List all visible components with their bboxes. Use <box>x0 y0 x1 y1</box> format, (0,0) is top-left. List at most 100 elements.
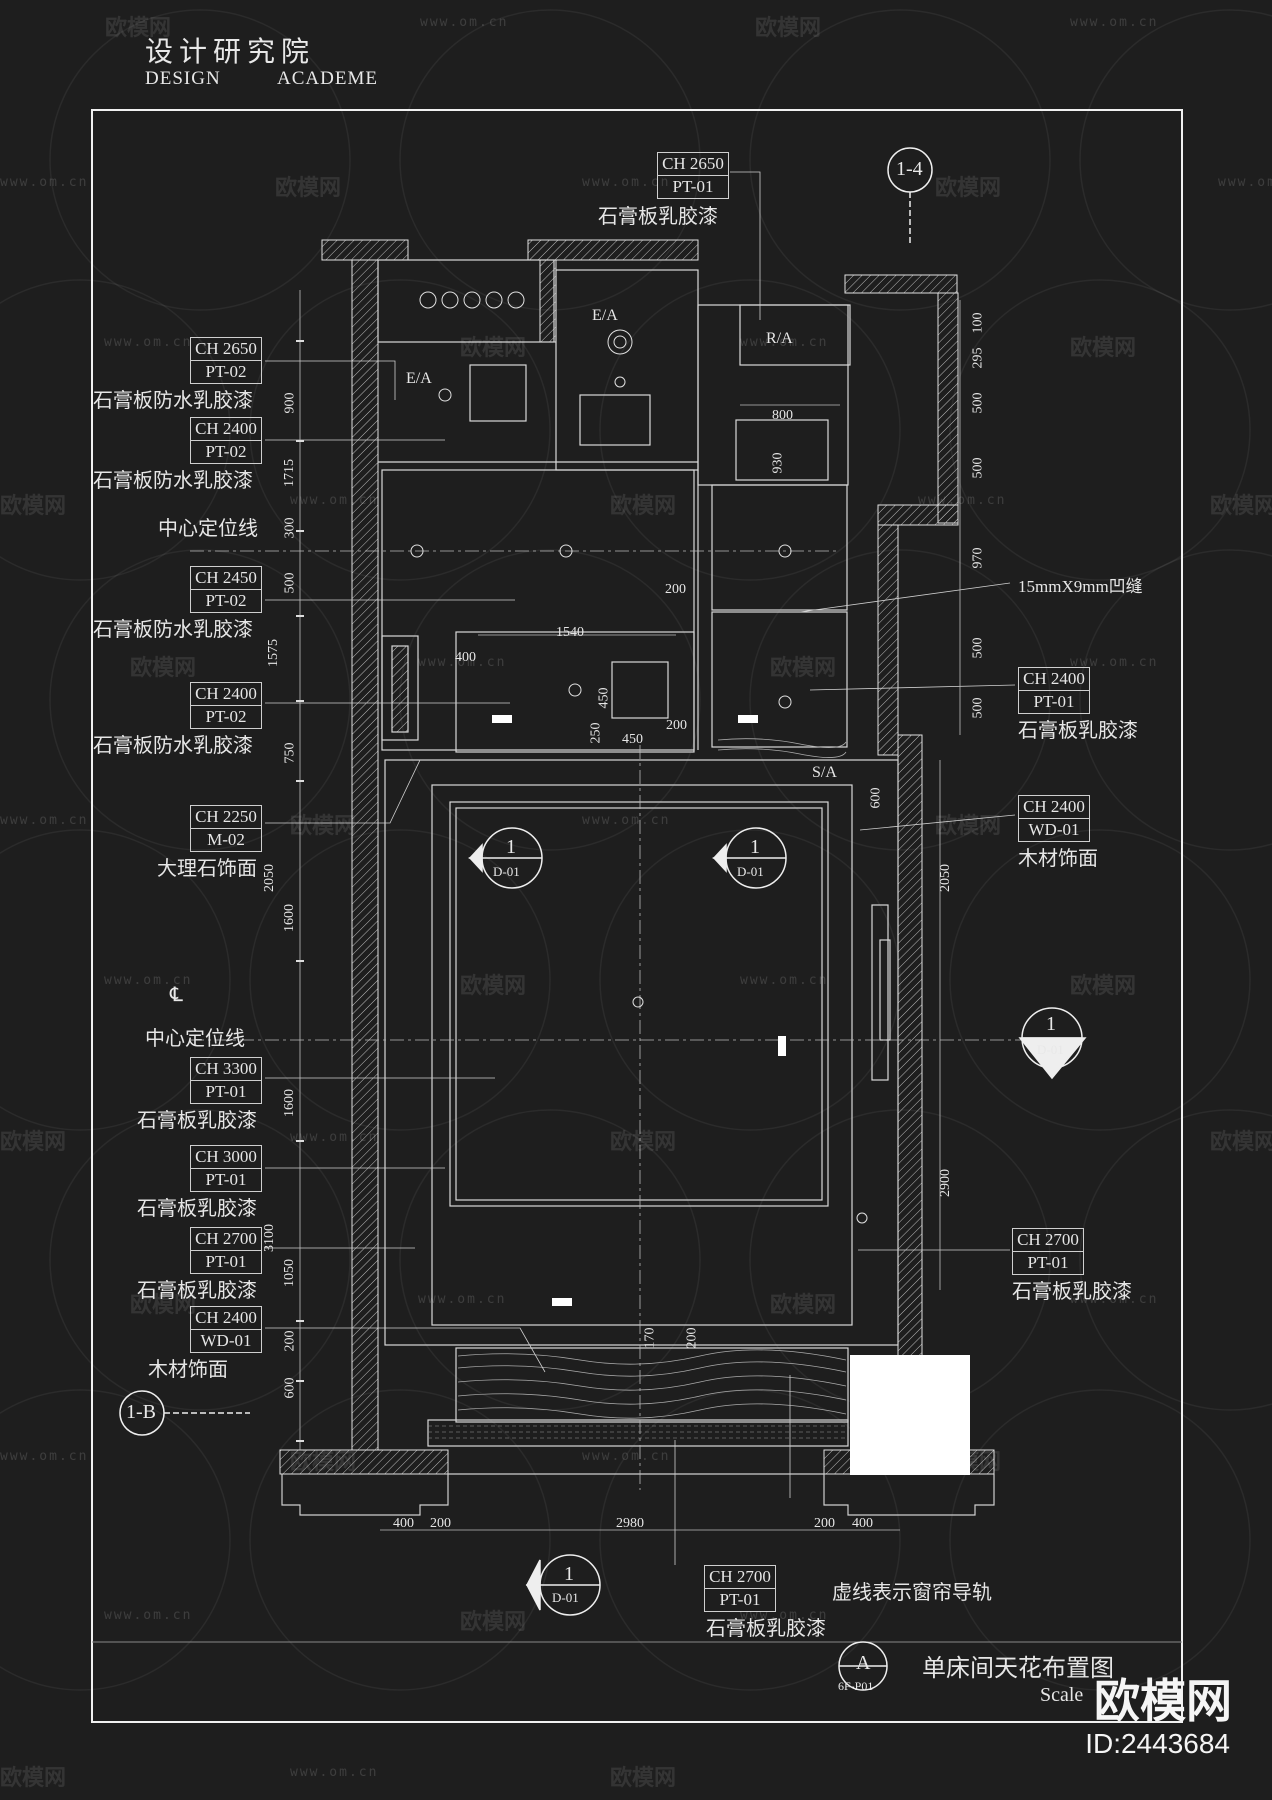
watermark-url: www.om.cn <box>582 813 671 828</box>
sa-label: S/A <box>812 764 837 781</box>
bottom-tag-ch: CH 2700 <box>704 1565 776 1589</box>
dim-right: 500 <box>970 637 986 659</box>
dim-right: 970 <box>970 547 986 569</box>
watermark-url: www.om.cn <box>1070 655 1159 670</box>
left-tag-code: PT-02 <box>190 589 262 613</box>
section-marker-ref: D-01 <box>493 864 520 879</box>
watermark-brand: 欧模网 <box>610 1130 677 1155</box>
dim-right: 500 <box>970 697 986 719</box>
watermark-url: www.om.cn <box>290 1765 379 1780</box>
watermark-url: www.om.cn <box>290 1130 379 1145</box>
left-tag-code: PT-01 <box>190 1080 262 1104</box>
ea-label-2: E/A <box>592 307 618 324</box>
left-tag-desc: 石膏板防水乳胶漆 <box>93 733 253 757</box>
dim-inner: 600 <box>868 787 884 809</box>
scale-label: Scale <box>1040 1684 1084 1706</box>
drawing-title: 单床间天花布置图 <box>922 1654 1114 1682</box>
watermark-url: www.om.cn <box>0 813 89 828</box>
left-tag-code: PT-01 <box>190 1250 262 1274</box>
dim-right: 295 <box>970 347 986 369</box>
watermark-brand: 欧模网 <box>770 1293 837 1318</box>
right-tag-ch: CH 2400 <box>1018 795 1090 819</box>
bottom-tag-code: PT-01 <box>704 1588 776 1612</box>
dim-bottom: 400 <box>393 1516 414 1531</box>
curtain-track <box>428 1425 848 1439</box>
partitions <box>377 259 899 1447</box>
dim-inner: 450 <box>596 687 612 709</box>
dim-left: 500 <box>282 572 298 594</box>
walls <box>279 239 995 1475</box>
left-tag-ch: CH 3300 <box>190 1057 262 1081</box>
dim-left: 2050 <box>262 864 277 892</box>
left-tag-desc: 石膏板防水乳胶漆 <box>93 617 253 641</box>
left-tag-code: PT-02 <box>190 440 262 464</box>
watermark-brand: 欧模网 <box>610 494 677 519</box>
watermark-brand: 欧模网 <box>610 1766 677 1791</box>
ea-label-1: E/A <box>406 370 432 387</box>
watermark-brand: 欧模网 <box>460 974 527 999</box>
dim-inner: 170 <box>642 1327 658 1349</box>
dim-inner: 200 <box>666 718 687 733</box>
window-frames <box>281 1473 995 1516</box>
dimension-ticks <box>296 340 304 1442</box>
ra-label: R/A <box>766 330 793 347</box>
watermark-url: www.om.cn <box>1218 175 1272 190</box>
left-tag-desc: 石膏板乳胶漆 <box>137 1196 257 1220</box>
watermark-brand: 欧模网 <box>935 1450 1002 1475</box>
watermark-url: www.om.cn <box>104 1608 193 1623</box>
left-tag-ch: CH 2700 <box>190 1227 262 1251</box>
sheet-ref: 6F-P01 <box>838 1679 874 1693</box>
left-tag-ch: CH 2450 <box>190 566 262 590</box>
watermark-url: www.om.cn <box>740 1608 829 1623</box>
dim-left: 1575 <box>266 639 281 667</box>
dim-left: 750 <box>282 742 298 764</box>
watermark-brand: 欧模网 <box>290 814 357 839</box>
dim-bottom: 400 <box>852 1516 873 1531</box>
dim-right: 500 <box>970 392 986 414</box>
watermark-url: www.om.cn <box>418 655 507 670</box>
grid-ref-top: 1-4 <box>896 158 923 180</box>
watermark-url: www.om.cn <box>740 335 829 350</box>
watermark-brand: 欧模网 <box>1070 974 1137 999</box>
watermark-brand: 欧模网 <box>290 1450 357 1475</box>
left-tag-desc: 石膏板防水乳胶漆 <box>93 388 253 412</box>
watermark-logo: 欧模网 <box>1094 1674 1232 1728</box>
watermark-url: www.om.cn <box>1070 15 1159 30</box>
watermark-brand: 欧模网 <box>1210 1130 1272 1155</box>
section-marker-ref: D-01 <box>552 1590 579 1605</box>
right-tag-code: WD-01 <box>1018 818 1090 842</box>
dim-left: 600 <box>282 1377 298 1399</box>
watermark-brand: 欧模网 <box>770 656 837 681</box>
dim-left: 1600 <box>282 1089 297 1117</box>
watermark-brand: 欧模网 <box>130 1293 197 1318</box>
dim-inner: 200 <box>684 1327 700 1349</box>
dim-left: 300 <box>282 517 298 539</box>
sheet-border <box>91 109 1183 1723</box>
section-marker-shapes <box>468 827 1087 1616</box>
left-tag-code: PT-02 <box>190 705 262 729</box>
dim-right: 500 <box>970 457 986 479</box>
watermark-brand: 欧模网 <box>935 176 1002 201</box>
dim-left: 1715 <box>282 459 297 487</box>
dim-inner: 200 <box>665 582 686 597</box>
dim-right: 100 <box>970 312 986 334</box>
dim-inner: 250 <box>588 722 604 744</box>
grid-ref-bubbles <box>119 147 933 1691</box>
dim-inner: 800 <box>772 408 793 423</box>
dim-bottom: 200 <box>814 1516 835 1531</box>
right-tag-desc: 木材饰面 <box>1018 846 1098 870</box>
curtain-note: 虚线表示窗帘导轨 <box>832 1580 992 1604</box>
top-tag-ch: CH 2650 <box>657 152 729 176</box>
dimension-lines <box>299 290 961 1531</box>
center-lines <box>190 550 1060 1490</box>
section-marker-num: 1 <box>506 836 516 858</box>
watermark-url: www.om.cn <box>918 493 1007 508</box>
left-tag-ch: CH 2400 <box>190 1306 262 1330</box>
dim-inner: 400 <box>455 650 476 665</box>
watermark-url: www.om.cn <box>0 1449 89 1464</box>
right-tag-ch: CH 2400 <box>1018 667 1090 691</box>
dim-inner: 450 <box>622 732 643 747</box>
right-tag-ch: CH 2700 <box>1012 1228 1084 1252</box>
watermark-url: www.om.cn <box>418 1292 507 1307</box>
